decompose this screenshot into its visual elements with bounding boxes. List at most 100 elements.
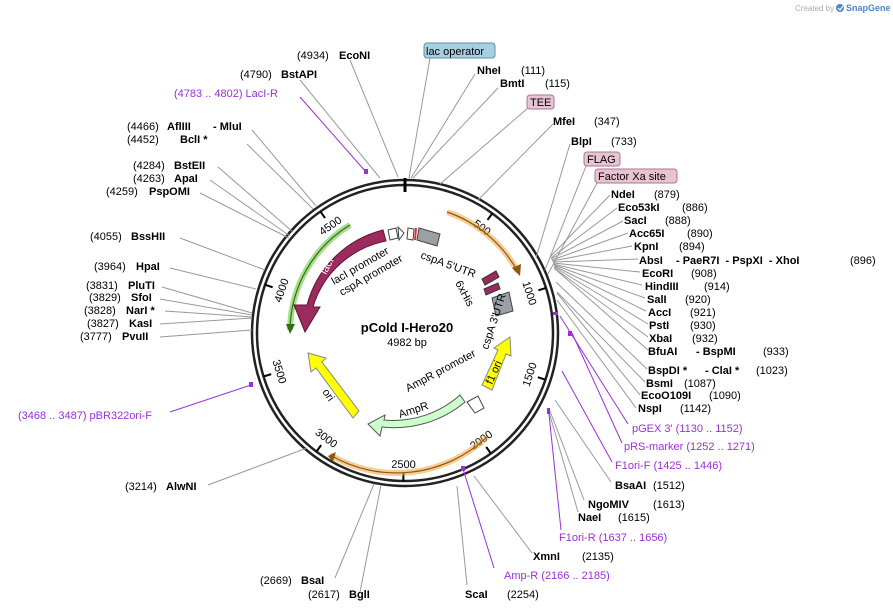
site-afliii[interactable]: AflIII	[167, 121, 191, 133]
cspa-5utr-label: cspA 5'UTR	[419, 250, 477, 281]
site-bsshii[interactable]: BssHII	[131, 231, 165, 243]
site-hpai[interactable]: HpaI	[136, 261, 160, 273]
scale-tick-label: 2500	[391, 459, 416, 471]
orf-arc-bottom-line	[329, 436, 488, 474]
site-blpi[interactable]: BlpI	[571, 136, 592, 148]
tag-feature-2[interactable]	[483, 282, 501, 296]
site-pspomi[interactable]: PspOMI	[149, 186, 190, 198]
svg-text:(890): (890)	[687, 228, 713, 240]
site-apai[interactable]: ApaI	[174, 173, 198, 185]
cspa-5utr-feature[interactable]	[416, 227, 441, 247]
site-acci[interactable]: AccI	[648, 307, 671, 319]
site-alwni[interactable]: AlwNI	[166, 481, 197, 493]
svg-text:(908): (908)	[691, 268, 717, 280]
site-xmni[interactable]: XmnI	[533, 551, 560, 563]
site-psti[interactable]: PstI	[649, 320, 669, 332]
svg-text:(3214): (3214)	[125, 481, 157, 493]
orf-arc-left-line	[289, 224, 351, 331]
svg-text:(894): (894)	[679, 241, 705, 253]
svg-text:(1613): (1613)	[653, 499, 685, 511]
orf-arc-top-line	[446, 211, 519, 273]
svg-text:(1142): (1142)	[680, 403, 711, 415]
site-scai[interactable]: ScaI	[465, 589, 488, 601]
svg-text:(4263): (4263)	[133, 173, 165, 185]
site-kpni[interactable]: KpnI	[634, 241, 658, 253]
factor-xa-label[interactable]: Factor Xa site	[598, 171, 666, 183]
site-bsteii[interactable]: BstEII	[174, 160, 205, 172]
svg-text:(930): (930)	[690, 320, 716, 332]
primer-amp-r[interactable]: Amp-R (2166 .. 2185)	[504, 570, 610, 582]
primer-f1ori-f[interactable]: F1ori-F (1425 .. 1446)	[615, 460, 722, 472]
site-clai[interactable]: - ClaI *	[705, 365, 740, 377]
svg-text:(921): (921)	[690, 307, 716, 319]
f1ori-feature[interactable]	[481, 336, 512, 391]
site-econi[interactable]: EcoNI	[339, 50, 370, 62]
cspa-promoter-feature[interactable]	[406, 227, 415, 241]
flag-label[interactable]: FLAG	[587, 154, 616, 166]
site-bsaai[interactable]: BsaAI	[615, 480, 646, 492]
svg-text:(4466): (4466)	[127, 121, 159, 133]
svg-text:(2135): (2135)	[582, 551, 614, 563]
site-bspmi[interactable]: - BspMI	[696, 346, 736, 358]
site-xbai[interactable]: XbaI	[649, 333, 672, 345]
right-labels: lac operator NheI (111) BmtI (115) TEE M…	[408, 42, 876, 601]
site-mlui[interactable]: - MluI	[213, 121, 242, 133]
site-nspi[interactable]: NspI	[638, 403, 662, 415]
his-tag-feature[interactable]	[481, 270, 500, 286]
site-bcli[interactable]: BclI *	[180, 134, 208, 146]
site-hindiii[interactable]: HindIII	[645, 281, 679, 293]
site-bsai[interactable]: BsaI	[301, 575, 324, 587]
site-kasi[interactable]: KasI	[129, 318, 152, 330]
tee-label[interactable]: TEE	[530, 97, 551, 109]
credit-prefix: Created by	[795, 4, 834, 13]
site-mfei[interactable]: MfeI	[553, 116, 575, 128]
site-ndei[interactable]: NdeI	[611, 189, 635, 201]
site-ngomiv[interactable]: NgoMIV	[588, 499, 630, 511]
svg-text:(886): (886)	[682, 202, 708, 214]
cspa-3utr-feature[interactable]	[491, 291, 514, 317]
site-paer7i-pspxi-xhoi[interactable]: - PaeR7I - PspXI - XhoI	[676, 255, 799, 267]
site-nhei[interactable]: NheI	[477, 65, 501, 77]
site-pluti[interactable]: PluTI	[128, 280, 155, 292]
laci-promoter-feature[interactable]	[387, 225, 405, 242]
site-bspdi[interactable]: BspDI *	[648, 365, 688, 377]
site-sali[interactable]: SalI	[647, 294, 667, 306]
scale-tick	[319, 210, 326, 219]
lac-operator-label[interactable]: lac operator	[426, 46, 484, 58]
svg-text:(4934): (4934)	[297, 50, 329, 62]
site-acc65i[interactable]: Acc65I	[629, 228, 664, 240]
orf-arc-bottom-head	[328, 452, 336, 462]
ampr-promoter-label: AmpR promoter	[404, 347, 478, 394]
svg-text:(4452): (4452)	[127, 134, 159, 146]
ori-feature[interactable]	[307, 352, 360, 419]
laci-feature[interactable]	[293, 229, 387, 334]
primer-pbr322ori-f[interactable]: (3468 .. 3487) pBR322ori-F	[18, 410, 152, 422]
primer-pgex3[interactable]: pGEX 3' (1130 .. 1152)	[632, 423, 743, 435]
site-naei[interactable]: NaeI	[578, 512, 601, 524]
site-ecori[interactable]: EcoRI	[642, 268, 673, 280]
site-eco0109i[interactable]: EcoO109I	[641, 390, 691, 402]
site-bgli[interactable]: BglI	[349, 589, 370, 601]
primer-f1ori-r[interactable]: F1ori-R (1637 .. 1656)	[559, 532, 667, 544]
site-bsmi[interactable]: BsmI	[646, 378, 673, 390]
ampr-feature[interactable]	[367, 394, 466, 437]
f1ori-label: f1 ori	[484, 359, 505, 386]
ampr-promoter-feature[interactable]	[466, 395, 485, 414]
site-pvuii[interactable]: PvuII	[122, 331, 148, 343]
site-saci[interactable]: SacI	[624, 215, 647, 227]
site-bfuai[interactable]: BfuAI	[648, 346, 677, 358]
site-sfoi[interactable]: SfoI	[131, 292, 152, 304]
site-bstapi[interactable]: BstAPI	[281, 69, 317, 81]
primer-laci-r[interactable]: (4783 .. 4802) LacI-R	[174, 88, 278, 100]
scale-tick	[485, 446, 492, 455]
site-eco53ki[interactable]: Eco53kI	[618, 202, 660, 214]
site-nari[interactable]: NarI *	[126, 305, 155, 317]
site-absi[interactable]: AbsI	[639, 255, 663, 267]
scale-tick	[315, 444, 322, 453]
primer-prs-marker[interactable]: pRS-marker (1252 .. 1271)	[624, 441, 755, 453]
site-bmti[interactable]: BmtI	[500, 78, 524, 90]
scale-tick	[537, 376, 546, 381]
svg-text:(932): (932)	[692, 333, 718, 345]
svg-text:(4259): (4259)	[106, 186, 138, 198]
